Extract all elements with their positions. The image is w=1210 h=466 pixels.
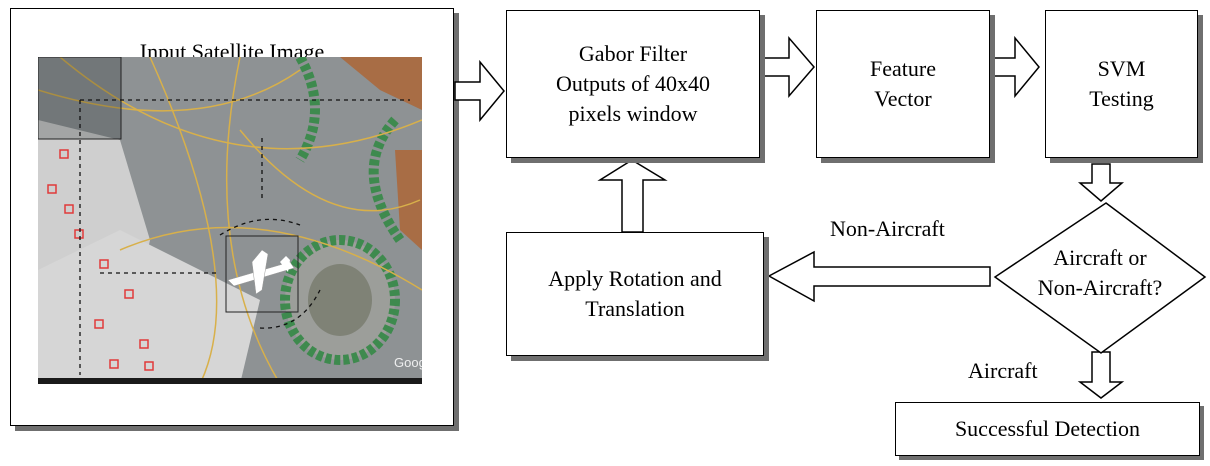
rotation-translation-label: Apply Rotation and Translation [548, 266, 722, 321]
feature-vector-box: Feature Vector [816, 10, 990, 158]
successful-detection-label: Successful Detection [954, 416, 1141, 441]
successful-detection-box: Successful Detection [895, 402, 1200, 456]
arrow-feature-to-svm [989, 35, 1040, 99]
svm-testing-label: SVM Testing [1089, 56, 1154, 111]
feature-vector-label: Feature Vector [870, 56, 936, 111]
arrow-gabor-to-feature [763, 35, 815, 99]
google-watermark: Google [394, 355, 436, 370]
decision-diamond [993, 202, 1207, 354]
arrow-decision-to-success [1077, 351, 1125, 399]
rotation-translation-box: Apply Rotation and Translation [506, 232, 764, 356]
gabor-filter-label: Gabor Filter Outputs of 40x40 pixels win… [556, 41, 710, 126]
arrow-decision-to-rotation [767, 250, 991, 303]
svm-testing-box: SVM Testing [1045, 10, 1198, 158]
aircraft-label: Aircraft [968, 358, 1038, 383]
arrow-input-to-gabor [454, 59, 505, 123]
arrow-rotation-to-gabor [597, 159, 668, 233]
decision-label: Aircraft or Non-Aircraft? [1037, 245, 1163, 300]
arrow-svm-to-decision [1077, 163, 1125, 202]
gabor-filter-box: Gabor Filter Outputs of 40x40 pixels win… [506, 10, 760, 158]
non-aircraft-label: Non-Aircraft [830, 216, 945, 241]
satellite-image [38, 57, 422, 384]
airplane-icon [227, 249, 295, 295]
